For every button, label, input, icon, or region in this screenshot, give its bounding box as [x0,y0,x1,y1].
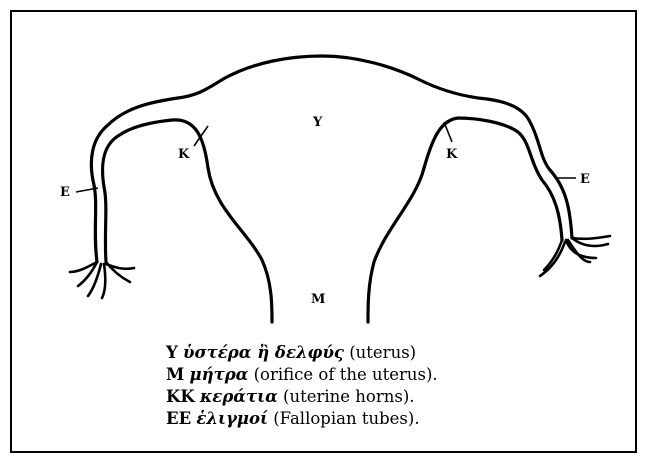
label-right-horn: K [446,147,458,162]
legend-symbol: M [166,365,184,384]
label-left-tube: E [60,185,70,200]
legend-item-tubes: EE ἑλιγμοί (Fallopian tubes). [166,408,606,430]
legend-greek-term: μήτρα [190,365,249,384]
legend-item-horns: KK κεράτια (uterine horns). [166,386,606,408]
label-right-tube: E [580,172,590,187]
label-orifice: M [311,292,325,307]
legend-english-term: (Fallopian tubes). [273,409,419,428]
legend-greek-term: κεράτια [200,387,278,406]
label-uterus: Υ [312,115,323,130]
legend-greek-term: ἑλιγμοί [196,409,268,428]
legend: Υ ὑστέρα ἢ δελφύς (uterus) M μήτρα (orif… [166,342,606,430]
legend-english-term: (uterine horns). [283,387,414,406]
legend-english-term: (orifice of the uterus). [254,365,438,384]
right-inner-contour [368,118,562,322]
right-fimbriae [540,236,610,276]
legend-symbol: Υ [166,343,178,362]
legend-item-uterus: Υ ὑστέρα ἢ δελφύς (uterus) [166,342,606,364]
legend-english-term: (uterus) [349,343,416,362]
right-horn-pointer [444,122,452,142]
legend-item-orifice: M μήτρα (orifice of the uterus). [166,364,606,386]
label-left-horn: K [178,147,190,162]
outer-contour [91,56,572,262]
legend-symbol: EE [166,409,191,428]
left-fimbriae [70,262,134,298]
legend-symbol: KK [166,387,195,406]
legend-greek-term: ὑστέρα ἢ δελφύς [183,343,344,362]
